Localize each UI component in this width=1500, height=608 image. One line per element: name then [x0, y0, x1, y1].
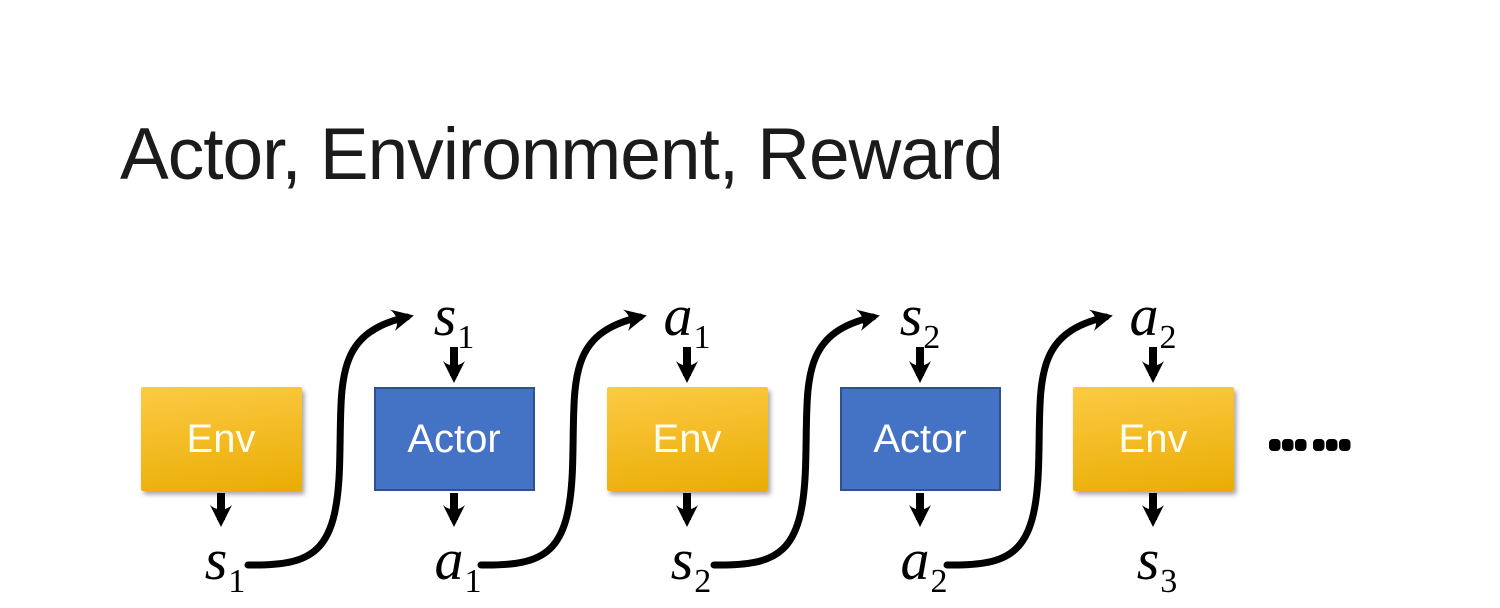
- ellipsis-dot: [1313, 439, 1325, 451]
- ellipsis-dot: [1339, 439, 1351, 451]
- feedback-curve-arrow-2: [477, 309, 647, 569]
- bottom-label-s2: s2: [671, 531, 712, 599]
- math-subscript: 1: [693, 319, 711, 356]
- env-box-1: Env: [140, 387, 302, 491]
- math-var: a: [1129, 283, 1159, 348]
- ellipsis-dot: [1269, 439, 1281, 451]
- feedback-curve-arrow-3: [710, 309, 880, 569]
- slide-title: Actor, Environment, Reward: [120, 114, 1004, 195]
- math-var: a: [900, 527, 930, 592]
- math-subscript: 3: [1160, 563, 1178, 600]
- bottom-label-a1: a1: [435, 531, 482, 599]
- math-subscript: 2: [923, 319, 941, 356]
- math-var: a: [663, 283, 693, 348]
- actor-box-2: Actor: [373, 387, 535, 491]
- actor-box-label: Actor: [873, 416, 967, 461]
- math-var: s: [899, 283, 923, 348]
- math-subscript: 1: [228, 563, 246, 600]
- bottom-label-s3: s3: [1137, 531, 1178, 599]
- math-subscript: 2: [694, 563, 712, 600]
- ellipsis-dot: [1326, 439, 1338, 451]
- env-box-label: Env: [186, 416, 256, 461]
- math-var: s: [433, 283, 457, 348]
- math-var: s: [1136, 527, 1160, 592]
- bottom-label-a2: a2: [901, 531, 948, 599]
- math-subscript: 1: [457, 319, 475, 356]
- math-var: s: [670, 527, 694, 592]
- math-var: s: [204, 527, 228, 592]
- top-label-a2: a2: [1130, 287, 1177, 355]
- env-box-label: Env: [652, 416, 722, 461]
- math-subscript: 2: [1159, 319, 1177, 356]
- env-box-3: Env: [606, 387, 768, 491]
- math-subscript: 2: [930, 563, 948, 600]
- top-label-a1: a1: [664, 287, 711, 355]
- feedback-curve-arrow-4: [943, 309, 1113, 569]
- math-subscript: 1: [464, 563, 482, 600]
- actor-box-4: Actor: [839, 387, 1001, 491]
- actor-box-label: Actor: [407, 416, 501, 461]
- ellipsis-dot: [1282, 439, 1294, 451]
- top-label-s1: s1: [434, 287, 475, 355]
- continuation-ellipsis: [1269, 439, 1351, 451]
- env-box-label: Env: [1118, 416, 1188, 461]
- env-box-5: Env: [1072, 387, 1234, 491]
- math-var: a: [434, 527, 464, 592]
- bottom-label-s1: s1: [205, 531, 246, 599]
- feedback-curve-arrow-1: [244, 309, 414, 569]
- top-label-s2: s2: [900, 287, 941, 355]
- ellipsis-dot: [1295, 439, 1307, 451]
